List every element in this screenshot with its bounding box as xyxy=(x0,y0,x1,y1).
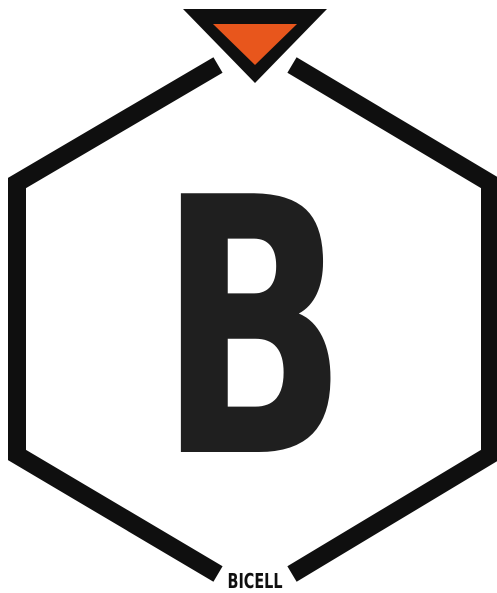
hexagon-left-frame xyxy=(7,57,223,582)
triangle-gem-icon xyxy=(183,9,327,83)
brand-name: BICELL xyxy=(228,569,283,593)
hexagon-right-frame xyxy=(287,57,497,582)
brand-letter: B xyxy=(158,122,348,536)
hexagon-outline-icon xyxy=(7,57,497,582)
triangle-gem-inner xyxy=(213,24,297,65)
